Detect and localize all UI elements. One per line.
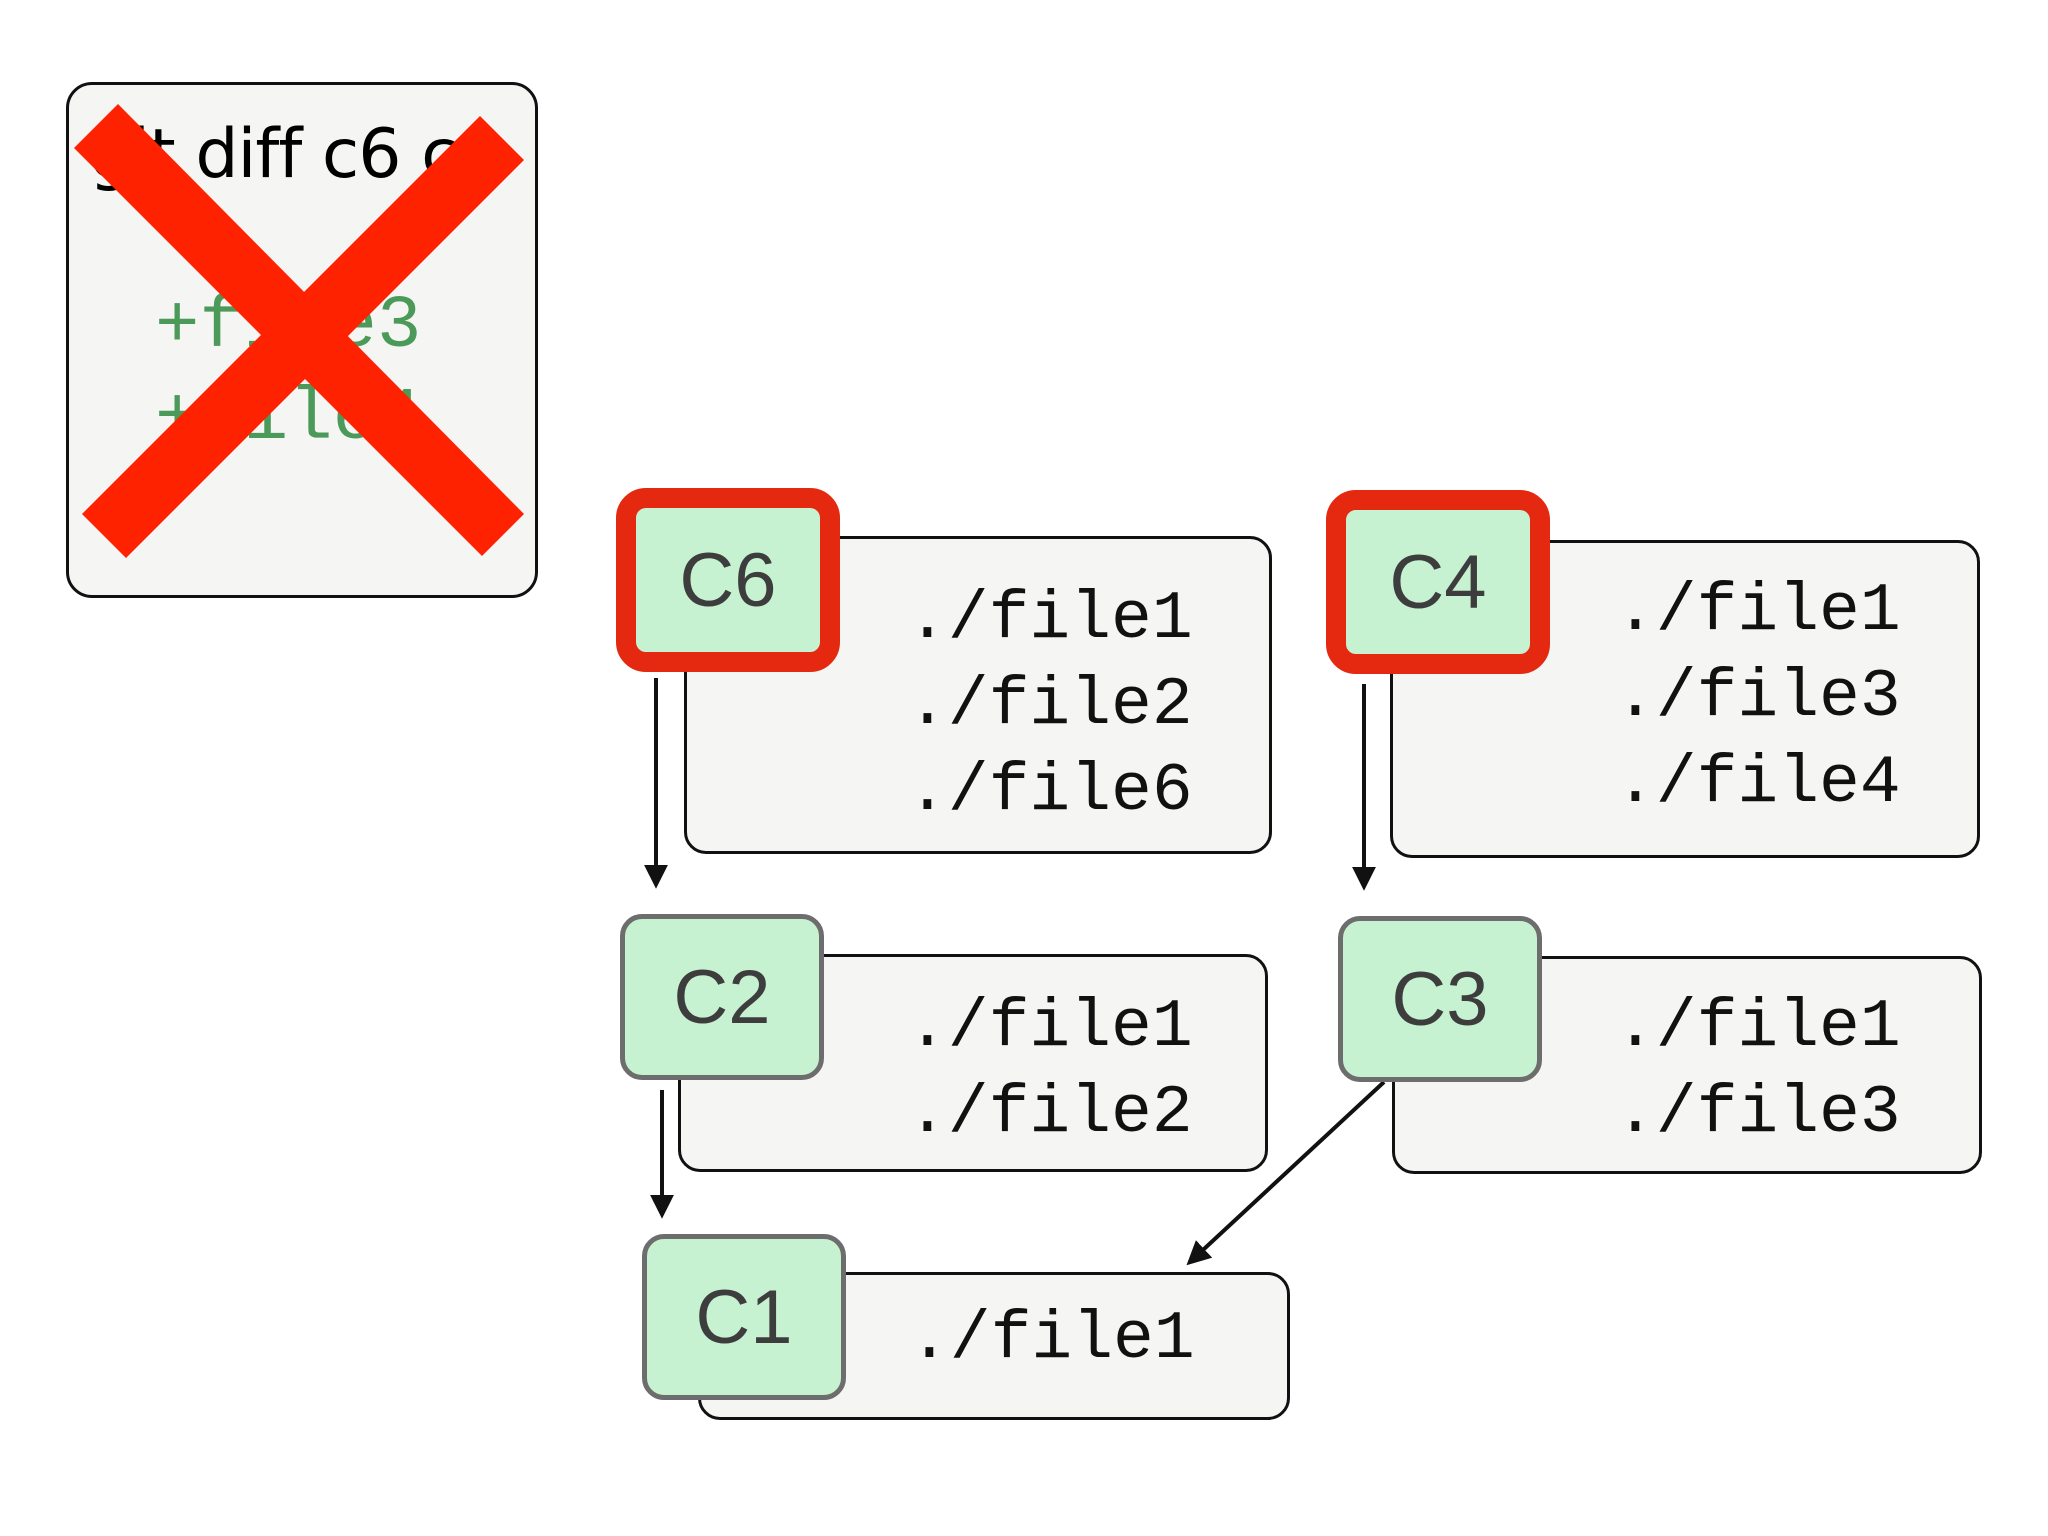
file-name: ./file1 — [1615, 573, 1901, 650]
commit-c3[interactable]: C3 — [1338, 916, 1542, 1082]
file-list: ./file1 ./file2 — [907, 985, 1193, 1157]
file-name: ./file2 — [907, 667, 1193, 744]
diff-card: git diff c6 c4 +file3 +file4 — [66, 82, 538, 598]
diff-added-line: +file4 — [155, 377, 422, 461]
diff-added-line: +file3 — [155, 285, 422, 369]
commit-c1[interactable]: C1 — [642, 1234, 846, 1400]
file-name: ./file1 — [907, 581, 1193, 658]
file-name: ./file6 — [907, 753, 1193, 830]
file-name: ./file3 — [1615, 1075, 1901, 1152]
file-name: ./file2 — [907, 1075, 1193, 1152]
commit-c6[interactable]: C6 — [616, 488, 840, 672]
file-name: ./file1 — [907, 989, 1193, 1066]
commit-c6-files-panel: ./file1 ./file2 ./file6 — [684, 536, 1272, 854]
file-name: ./file1 — [909, 1301, 1195, 1378]
file-name: ./file3 — [1615, 659, 1901, 736]
file-list: ./file1 ./file3 — [1615, 985, 1901, 1157]
commit-c4[interactable]: C4 — [1326, 490, 1550, 674]
file-list: ./file1 — [909, 1297, 1195, 1383]
file-name: ./file1 — [1615, 989, 1901, 1066]
commit-c2[interactable]: C2 — [620, 914, 824, 1080]
file-list: ./file1 ./file3 ./file4 — [1615, 569, 1901, 827]
file-list: ./file1 ./file2 ./file6 — [907, 577, 1193, 835]
diff-command: git diff c6 c4 — [89, 115, 501, 194]
file-name: ./file4 — [1615, 745, 1901, 822]
